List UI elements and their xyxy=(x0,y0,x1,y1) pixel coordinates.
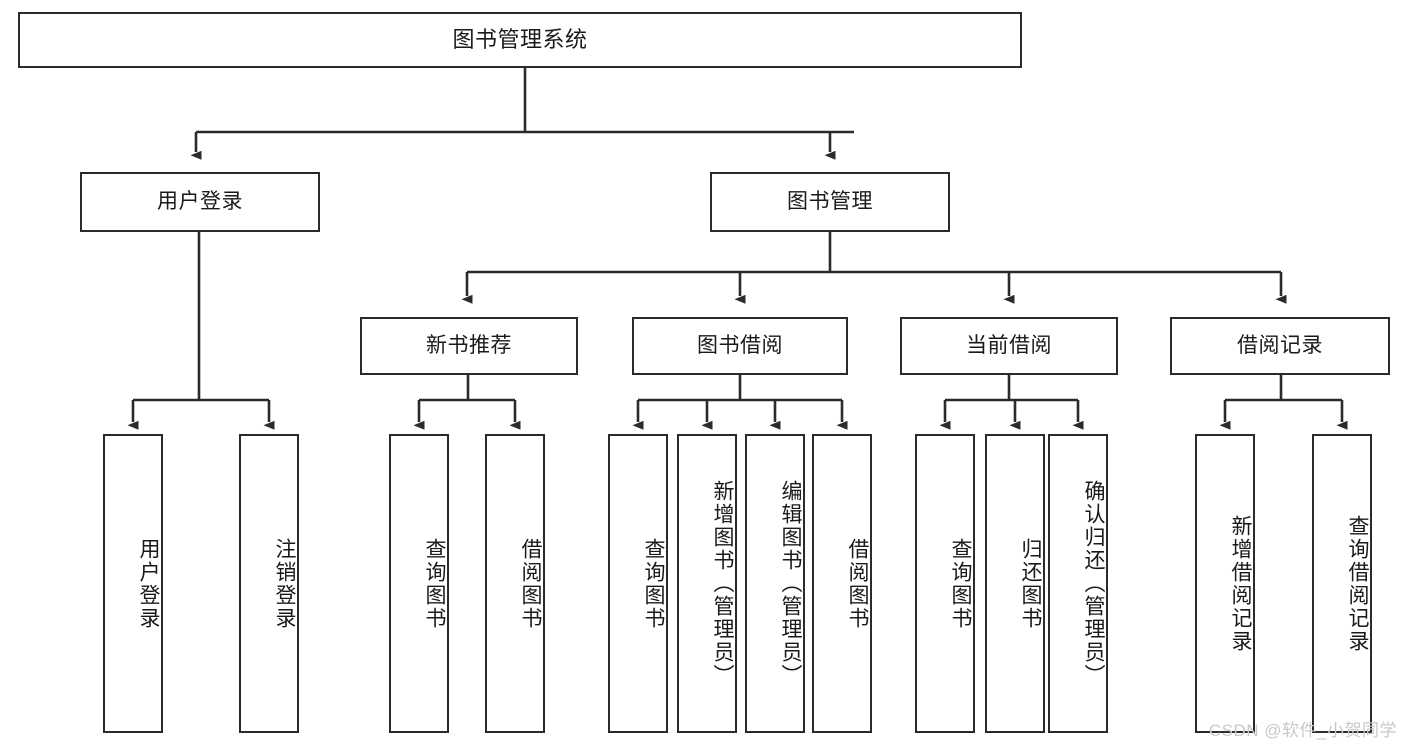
leaf-user-login-login[interactable]: 用户登录 xyxy=(103,434,163,733)
leaf-current-confirm-return[interactable]: 确认归还（管理员） xyxy=(1048,434,1108,733)
leaf-borrow-add-book[interactable]: 新增图书（管理员） xyxy=(677,434,737,733)
node-user-login-label: 用户登录 xyxy=(157,189,243,213)
node-new-book-recommend-label: 新书推荐 xyxy=(426,333,512,357)
node-book-borrow[interactable]: 图书借阅 xyxy=(632,317,848,375)
watermark-text: CSDN @软件_小贺同学 xyxy=(1208,721,1397,740)
leaf-user-login-login-label: 用户登录 xyxy=(137,537,160,630)
node-current-borrow[interactable]: 当前借阅 xyxy=(900,317,1118,375)
leaf-borrow-query-book-label: 查询图书 xyxy=(642,537,665,630)
node-book-borrow-label: 图书借阅 xyxy=(697,333,783,357)
node-new-book-recommend[interactable]: 新书推荐 xyxy=(360,317,578,375)
node-borrow-record[interactable]: 借阅记录 xyxy=(1170,317,1390,375)
leaf-current-return-book-label: 归还图书 xyxy=(1019,537,1042,630)
leaf-new-book-borrow[interactable]: 借阅图书 xyxy=(485,434,545,733)
node-book-management[interactable]: 图书管理 xyxy=(710,172,950,232)
node-book-management-label: 图书管理 xyxy=(787,189,873,213)
leaf-current-return-book[interactable]: 归还图书 xyxy=(985,434,1045,733)
leaf-record-query-record[interactable]: 查询借阅记录 xyxy=(1312,434,1372,733)
node-borrow-record-label: 借阅记录 xyxy=(1237,333,1323,357)
node-root-system-label: 图书管理系统 xyxy=(452,27,588,53)
leaf-borrow-edit-book-label: 编辑图书（管理员） xyxy=(779,480,802,687)
leaf-user-login-logout-label: 注销登录 xyxy=(273,537,296,630)
leaf-borrow-edit-book[interactable]: 编辑图书（管理员） xyxy=(745,434,805,733)
leaf-current-query-book-label: 查询图书 xyxy=(949,537,972,630)
leaf-new-book-query[interactable]: 查询图书 xyxy=(389,434,449,733)
leaf-current-confirm-return-label: 确认归还（管理员） xyxy=(1082,480,1105,687)
leaf-borrow-borrow-book[interactable]: 借阅图书 xyxy=(812,434,872,733)
leaf-new-book-query-label: 查询图书 xyxy=(423,537,446,630)
leaf-borrow-query-book[interactable]: 查询图书 xyxy=(608,434,668,733)
leaf-current-query-book[interactable]: 查询图书 xyxy=(915,434,975,733)
leaf-borrow-borrow-book-label: 借阅图书 xyxy=(846,537,869,630)
leaf-user-login-logout[interactable]: 注销登录 xyxy=(239,434,299,733)
leaf-record-add-record[interactable]: 新增借阅记录 xyxy=(1195,434,1255,733)
node-root-system[interactable]: 图书管理系统 xyxy=(18,12,1022,68)
node-current-borrow-label: 当前借阅 xyxy=(966,333,1052,357)
leaf-borrow-add-book-label: 新增图书（管理员） xyxy=(711,480,734,687)
leaf-record-add-record-label: 新增借阅记录 xyxy=(1229,514,1252,653)
leaf-new-book-borrow-label: 借阅图书 xyxy=(519,537,542,630)
leaf-record-query-record-label: 查询借阅记录 xyxy=(1346,514,1369,653)
node-user-login[interactable]: 用户登录 xyxy=(80,172,320,232)
